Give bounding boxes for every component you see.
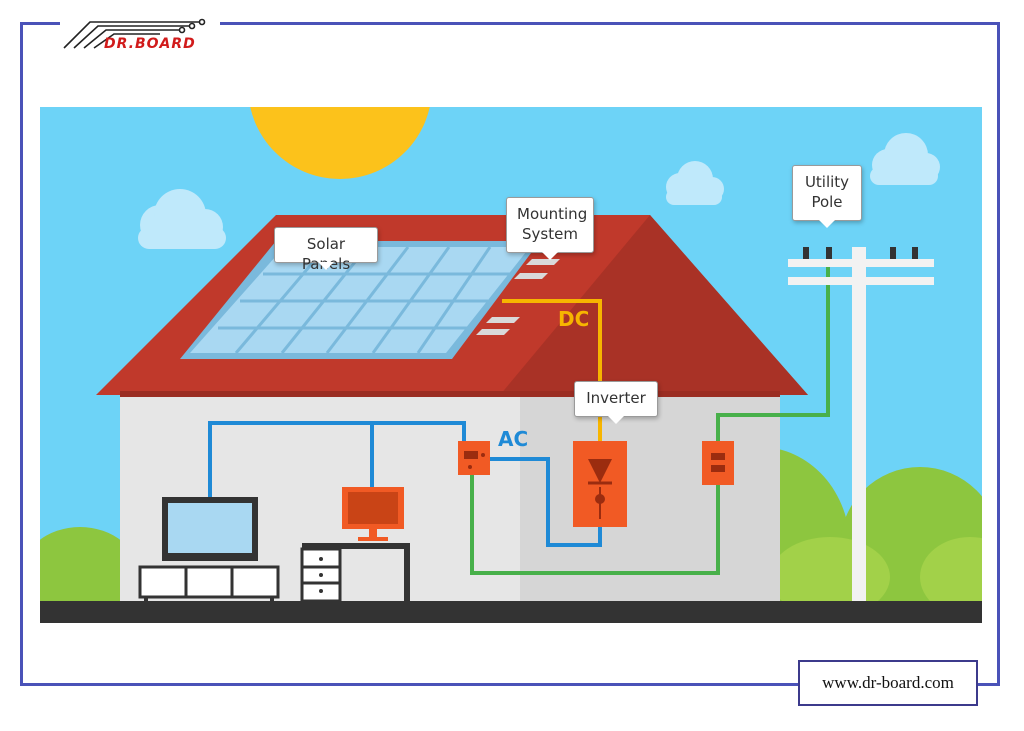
ground — [40, 601, 982, 623]
grid-wires — [470, 259, 830, 575]
callout-inverter: Inverter — [574, 381, 658, 424]
circuit-logo-icon — [63, 18, 206, 49]
desk — [300, 543, 410, 603]
cloud-icon — [666, 161, 724, 205]
callout-mounting-line2: System — [522, 225, 578, 243]
callout-utility-pole: Utility Pole — [792, 165, 862, 228]
callout-mounting-system: Mounting System — [506, 197, 594, 260]
solar-panel-array — [180, 241, 560, 359]
grid-meter — [702, 441, 734, 485]
breaker-box — [458, 441, 490, 475]
tv-stand — [138, 565, 280, 603]
house-wall-right — [520, 395, 780, 601]
callout-utility-line1: Utility — [804, 173, 850, 191]
brand-logo: DR.BOARD — [60, 8, 220, 56]
callout-inverter-text: Inverter — [586, 389, 646, 407]
computer-icon — [342, 487, 404, 541]
website-url: www.dr-board.com — [798, 660, 978, 706]
scene-illustration — [40, 107, 982, 623]
cloud-icon — [138, 189, 226, 249]
cloud-icon — [870, 133, 940, 185]
logo-text: DR.BOARD — [104, 36, 196, 52]
ac-label: AC — [498, 427, 529, 451]
callout-solar-panels: Solar Panels — [274, 227, 378, 273]
utility-pole-icon — [788, 247, 934, 603]
callout-mounting-line1: Mounting — [517, 205, 588, 223]
inverter-device — [573, 441, 627, 527]
ac-wires — [208, 421, 602, 547]
callout-solar-panels-text: Solar Panels — [301, 235, 351, 273]
dc-label: DC — [558, 307, 590, 331]
callout-utility-line2: Pole — [811, 193, 843, 211]
tv-icon — [162, 497, 258, 561]
sun-icon — [250, 107, 430, 179]
solar-system-scene: Solar Panels Mounting System Inverter Ut… — [40, 107, 982, 623]
